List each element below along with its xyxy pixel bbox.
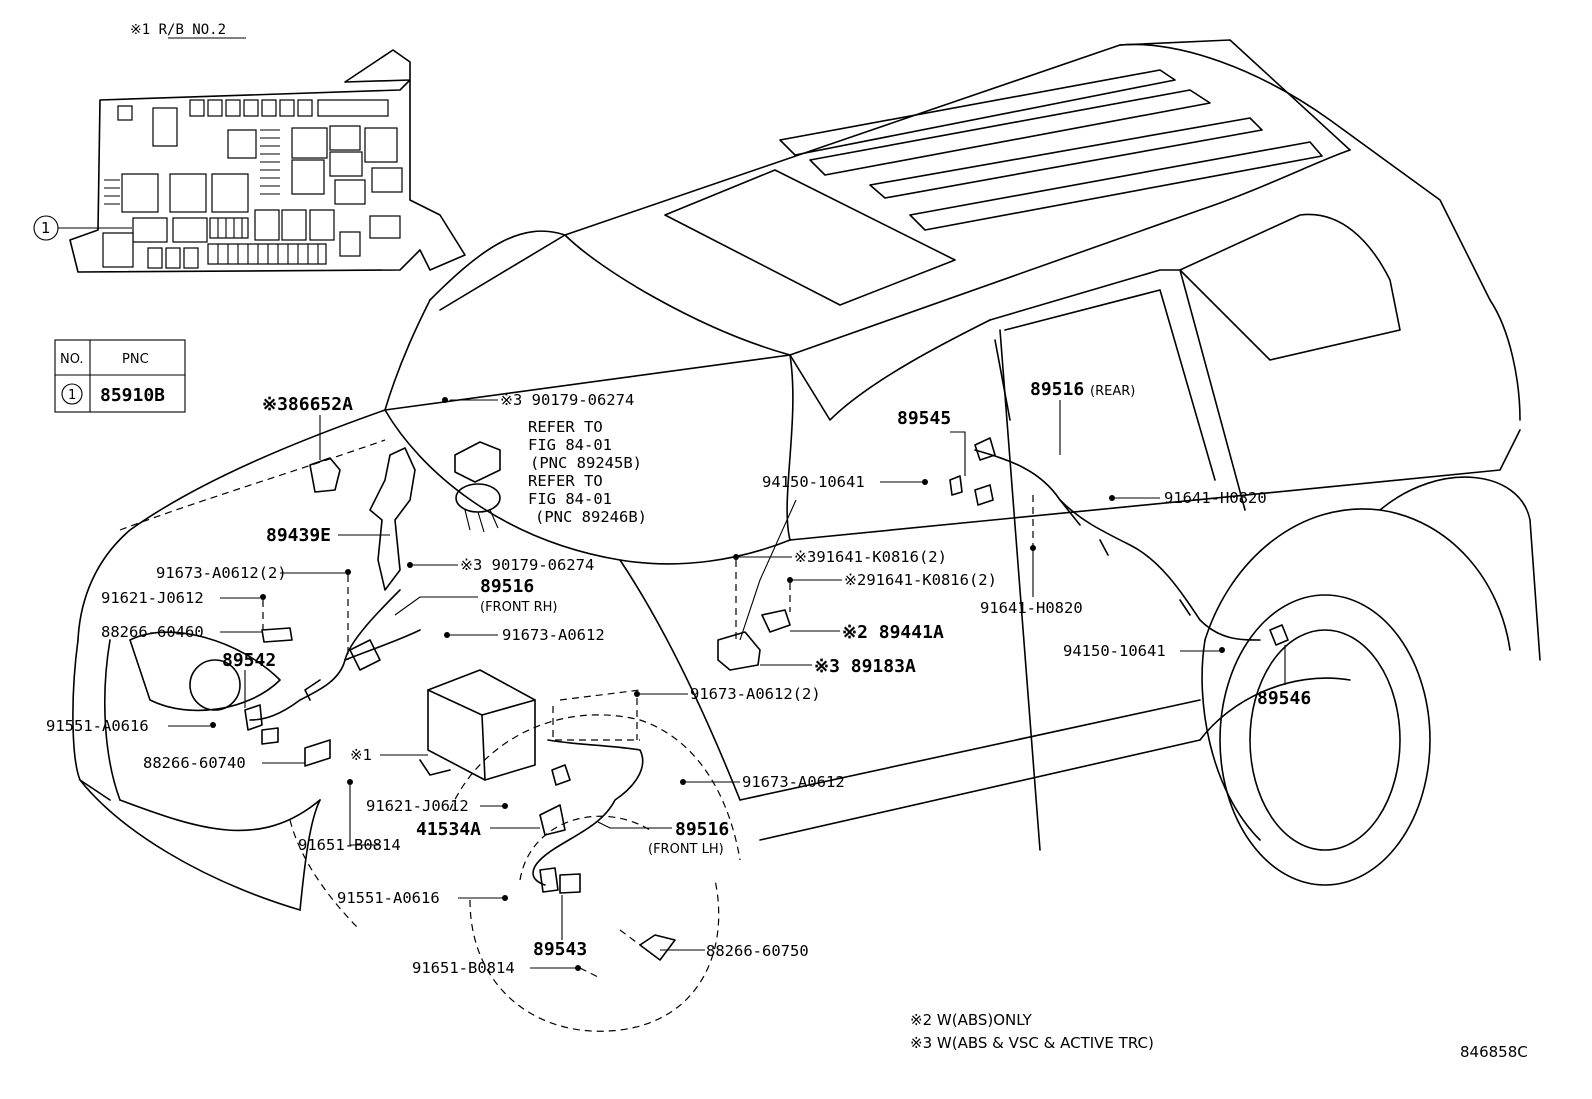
label-88266-60460: 88266-60460 <box>101 623 204 641</box>
label-89516-front-lh: 89516 <box>675 819 729 840</box>
label-41534A: 41534A <box>416 819 481 840</box>
label-91673-A0612-lower: 91673-A0612 <box>742 773 845 791</box>
part-89546-shape <box>1269 624 1289 646</box>
label-89441A: ※2 89441A <box>842 622 944 643</box>
label-89183A: ※3 89183A <box>814 656 916 677</box>
part-labels: ※386652A ※3 90179-06274 REFER TO FIG 84-… <box>46 379 1311 977</box>
part-86652A-shape <box>309 457 341 493</box>
refer-89245B-shape <box>454 441 501 483</box>
label-89542: 89542 <box>222 650 276 671</box>
relay-box-callout-number: 1 <box>41 219 51 237</box>
label-x1: ※1 <box>350 746 372 764</box>
vehicle-outline <box>72 39 1541 1032</box>
pnc-table-row-pnc: 85910B <box>100 385 165 406</box>
label-89516-rear-sub: (REAR) <box>1090 384 1135 399</box>
label-88266-60740: 88266-60740 <box>143 754 246 772</box>
label-91673-A0612-2-lower: 91673-A0612(2) <box>690 685 821 703</box>
pnc-table-row-no: 1 <box>68 388 76 403</box>
leader-lines <box>168 399 1286 969</box>
pnc-row-circle <box>61 383 83 405</box>
label-90179-06274-mid: ※3 90179-06274 <box>460 556 594 574</box>
part-89441A-shape <box>761 609 791 633</box>
label-91621-J0612-upper: 91621-J0612 <box>101 589 204 607</box>
components <box>210 397 1289 979</box>
label-91673-A0612-2-upper: 91673-A0612(2) <box>156 564 287 582</box>
label-89439E: 89439E <box>266 525 331 546</box>
pnc-table <box>54 339 186 413</box>
figure-id: 846858C <box>1460 1043 1528 1061</box>
relay-box-title: ※1 R/B NO.2 <box>130 22 226 38</box>
label-refer1-line3: (PNC 89245B) <box>530 454 642 472</box>
label-refer1-line1: REFER TO <box>528 418 603 436</box>
abs-actuator <box>427 669 536 781</box>
relay-box-fuse-row-bottom <box>207 217 327 265</box>
label-91641-H0820-upper: 91641-H0820 <box>1164 489 1267 507</box>
refer-89246B-shape <box>455 483 501 513</box>
label-refer2-line1: REFER TO <box>528 472 603 490</box>
label-refer2-line2: FIG 84-01 <box>528 490 612 508</box>
label-91551-A0616-upper: 91551-A0616 <box>46 717 149 735</box>
pnc-table-header-pnc: PNC <box>122 352 149 367</box>
harness-front-rh <box>249 589 401 721</box>
part-89543-shape <box>539 867 559 893</box>
part-89183A-shape <box>717 631 761 671</box>
label-88266-60750: 88266-60750 <box>706 942 809 960</box>
label-91641-K0816-x2: ※291641-K0816(2) <box>844 571 997 589</box>
label-91673-A0612-mid: 91673-A0612 <box>502 626 605 644</box>
label-refer2-line3: (PNC 89246B) <box>535 508 647 526</box>
part-89542-shape <box>244 704 263 731</box>
label-86652A: ※386652A <box>262 394 353 415</box>
pnc-table-header-no: NO. <box>60 352 84 367</box>
harness-rear <box>974 449 1261 641</box>
part-89545-shape <box>949 475 963 496</box>
label-91641-K0816-x3: ※391641-K0816(2) <box>794 548 947 566</box>
footnote-3: ※3 W(ABS & VSC & ACTIVE TRC) <box>910 1034 1154 1052</box>
label-91651-B0814-upper: 91651-B0814 <box>298 836 401 854</box>
label-89516-rear: 89516 <box>1030 379 1084 400</box>
label-89516-front-rh-sub: (FRONT RH) <box>480 600 558 615</box>
label-89516-front-rh: 89516 <box>480 576 534 597</box>
label-89546: 89546 <box>1257 688 1311 709</box>
label-94150-10641-upper: 94150-10641 <box>762 473 865 491</box>
label-91621-J0612-lower: 91621-J0612 <box>366 797 469 815</box>
label-89543: 89543 <box>533 939 587 960</box>
footnote-2: ※2 W(ABS)ONLY <box>910 1011 1033 1029</box>
label-91551-A0616-lower: 91551-A0616 <box>337 889 440 907</box>
relay-box-no2-inset <box>33 49 466 273</box>
label-91641-H0820-lower: 91641-H0820 <box>980 599 1083 617</box>
label-90179-06274-top: ※3 90179-06274 <box>500 391 634 409</box>
label-94150-10641-lower: 94150-10641 <box>1063 642 1166 660</box>
label-91651-B0814-lower: 91651-B0814 <box>412 959 515 977</box>
relay-box-fuse-row-top <box>189 99 389 117</box>
part-89439E-shape <box>369 447 416 591</box>
label-refer1-line2: FIG 84-01 <box>528 436 612 454</box>
harness-front-lh <box>532 739 644 886</box>
label-89516-front-lh-sub: (FRONT LH) <box>648 842 724 857</box>
label-89545: 89545 <box>897 408 951 429</box>
